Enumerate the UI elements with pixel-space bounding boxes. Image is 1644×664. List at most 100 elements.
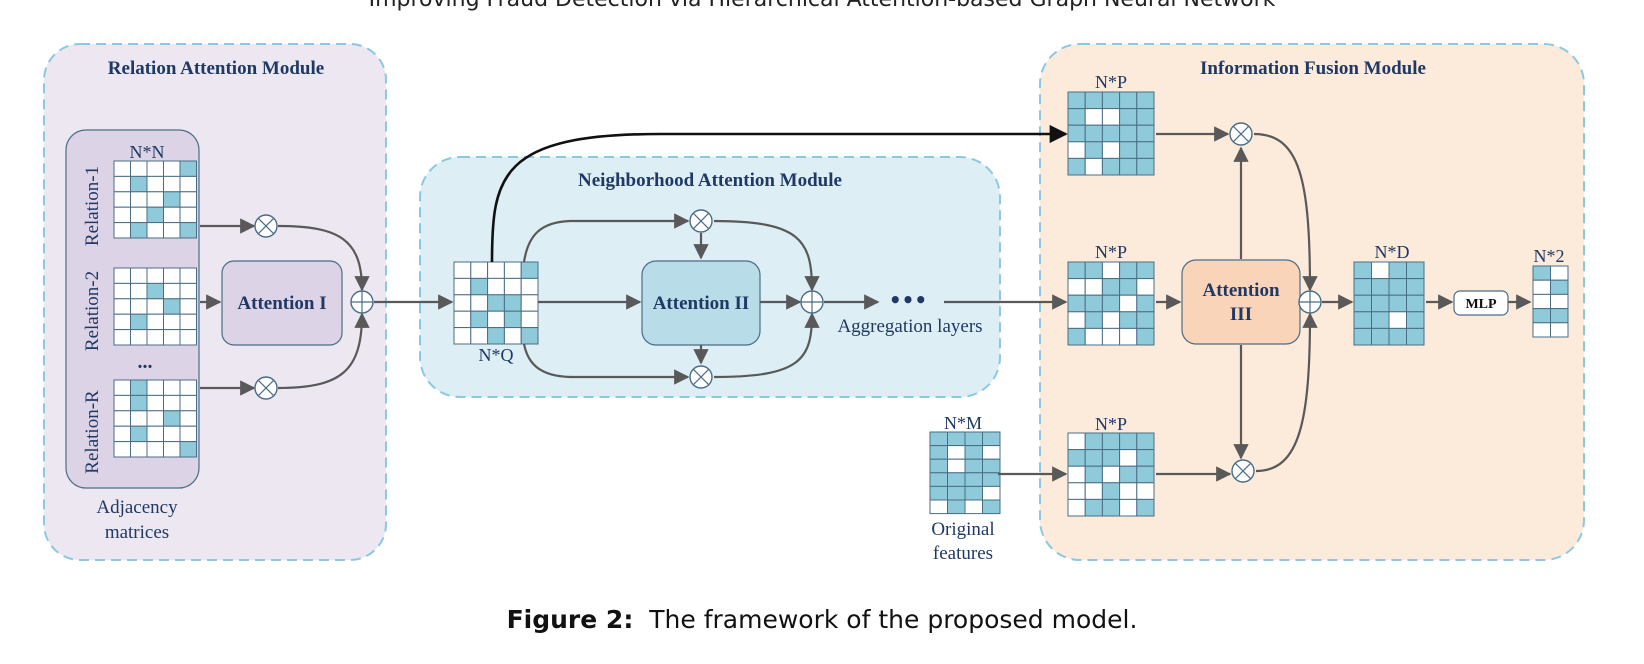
n2-output-matrix bbox=[1532, 265, 1569, 338]
matrix-cell bbox=[130, 175, 148, 193]
nd-matrix bbox=[1353, 261, 1425, 346]
matrix-cell bbox=[146, 160, 164, 177]
matrix-cell bbox=[163, 379, 181, 396]
relation-r-matrix bbox=[113, 379, 197, 458]
matrix-cell bbox=[1353, 294, 1372, 313]
matrix-cell bbox=[130, 222, 148, 239]
relation-2-label: Relation-2 bbox=[82, 271, 103, 351]
matrix-cell bbox=[947, 485, 966, 501]
multiply-operator bbox=[254, 376, 278, 400]
np-mid-matrix bbox=[1067, 261, 1155, 346]
attention-1-box bbox=[221, 260, 343, 346]
matrix-cell bbox=[470, 294, 489, 312]
matrix-cell bbox=[1084, 311, 1103, 329]
matrix-cell bbox=[1119, 91, 1138, 110]
original-features-matrix bbox=[929, 431, 1001, 515]
np-top-matrix bbox=[1067, 91, 1155, 176]
matrix-cell bbox=[1084, 327, 1103, 346]
matrix-cell bbox=[1119, 124, 1138, 143]
matrix-cell bbox=[179, 222, 197, 239]
matrix-cell bbox=[1136, 311, 1155, 329]
matrix-cell bbox=[1136, 465, 1155, 484]
matrix-cell bbox=[130, 410, 148, 427]
matrix-cell bbox=[453, 277, 472, 296]
matrix-cell bbox=[113, 175, 131, 193]
matrix-cell bbox=[487, 277, 505, 296]
matrix-cell bbox=[1067, 327, 1086, 346]
matrix-cell bbox=[1101, 449, 1121, 467]
matrix-cell bbox=[1550, 265, 1569, 281]
matrix-cell bbox=[1084, 498, 1103, 517]
matrix-cell bbox=[1101, 91, 1121, 110]
matrix-cell bbox=[179, 441, 197, 458]
matrix-cell bbox=[520, 310, 539, 329]
matrix-cell bbox=[1119, 449, 1138, 467]
matrix-cell bbox=[1353, 311, 1372, 329]
matrix-cell bbox=[113, 394, 131, 412]
matrix-cell bbox=[113, 410, 131, 427]
matrix-cell bbox=[130, 441, 148, 458]
matrix-cell bbox=[1371, 261, 1390, 280]
arrow-mult-top-to-plus bbox=[277, 224, 370, 292]
matrix-cell bbox=[1371, 327, 1390, 346]
matrix-cell bbox=[503, 310, 522, 329]
matrix-cell bbox=[179, 313, 197, 331]
matrix-cell bbox=[487, 294, 505, 312]
matrix-cell bbox=[964, 499, 983, 515]
attention-2-label: Attention II bbox=[653, 293, 750, 314]
matrix-cell bbox=[503, 261, 522, 279]
matrix-cell bbox=[1084, 482, 1103, 500]
np-bottom-matrix bbox=[1067, 432, 1155, 517]
matrix-cell bbox=[113, 282, 131, 300]
matrix-cell bbox=[453, 261, 472, 279]
matrix-cell bbox=[146, 410, 164, 427]
matrix-cell bbox=[947, 472, 966, 487]
matrix-cell bbox=[1119, 465, 1138, 484]
figure-caption-text: The framework of the proposed model. bbox=[648, 605, 1137, 634]
matrix-cell bbox=[113, 425, 131, 443]
matrix-cell bbox=[1067, 294, 1086, 313]
matrix-cell bbox=[113, 329, 131, 346]
matrix-cell bbox=[1119, 141, 1138, 159]
matrix-cell bbox=[1550, 308, 1569, 324]
matrix-cell bbox=[1084, 108, 1103, 126]
aggregation-layers-label: Aggregation layers bbox=[837, 316, 982, 337]
matrix-cell bbox=[163, 160, 181, 177]
matrix-cell bbox=[929, 445, 948, 460]
matrix-cell bbox=[1084, 261, 1103, 280]
matrix-cell bbox=[1371, 294, 1390, 313]
matrix-cell bbox=[130, 206, 148, 224]
matrix-cell bbox=[520, 327, 539, 345]
relation-2-matrix bbox=[113, 267, 197, 346]
matrix-cell bbox=[1067, 261, 1086, 280]
np-bot-dim-label: N*P bbox=[1095, 414, 1127, 434]
matrix-cell bbox=[1084, 157, 1103, 176]
matrix-cell bbox=[1388, 261, 1407, 280]
matrix-cell bbox=[1067, 311, 1086, 329]
nd-dim-label: N*D bbox=[1375, 242, 1410, 262]
matrix-cell bbox=[470, 277, 489, 296]
multiply-operator bbox=[689, 209, 713, 233]
matrix-cell bbox=[163, 410, 181, 427]
matrix-cell bbox=[163, 298, 181, 315]
matrix-cell bbox=[163, 222, 181, 239]
matrix-cell bbox=[964, 472, 983, 487]
matrix-cell bbox=[130, 329, 148, 346]
matrix-cell bbox=[130, 425, 148, 443]
matrix-cell bbox=[1067, 482, 1086, 500]
arrow-nq-to-mult-top bbox=[522, 213, 690, 263]
matrix-cell bbox=[487, 261, 505, 279]
matrix-cell bbox=[146, 222, 164, 239]
matrix-cell bbox=[113, 313, 131, 331]
matrix-cell bbox=[1353, 327, 1372, 346]
matrix-cell bbox=[146, 313, 164, 331]
matrix-cell bbox=[1136, 498, 1155, 517]
matrix-cell bbox=[113, 160, 131, 177]
matrix-cell bbox=[1101, 311, 1121, 329]
matrix-cell bbox=[146, 379, 164, 396]
attention-3-label-line2: III bbox=[1230, 304, 1252, 325]
matrix-cell bbox=[113, 267, 131, 284]
matrix-cell bbox=[929, 458, 948, 474]
add-operator bbox=[1298, 290, 1322, 314]
matrix-cell bbox=[947, 458, 966, 474]
